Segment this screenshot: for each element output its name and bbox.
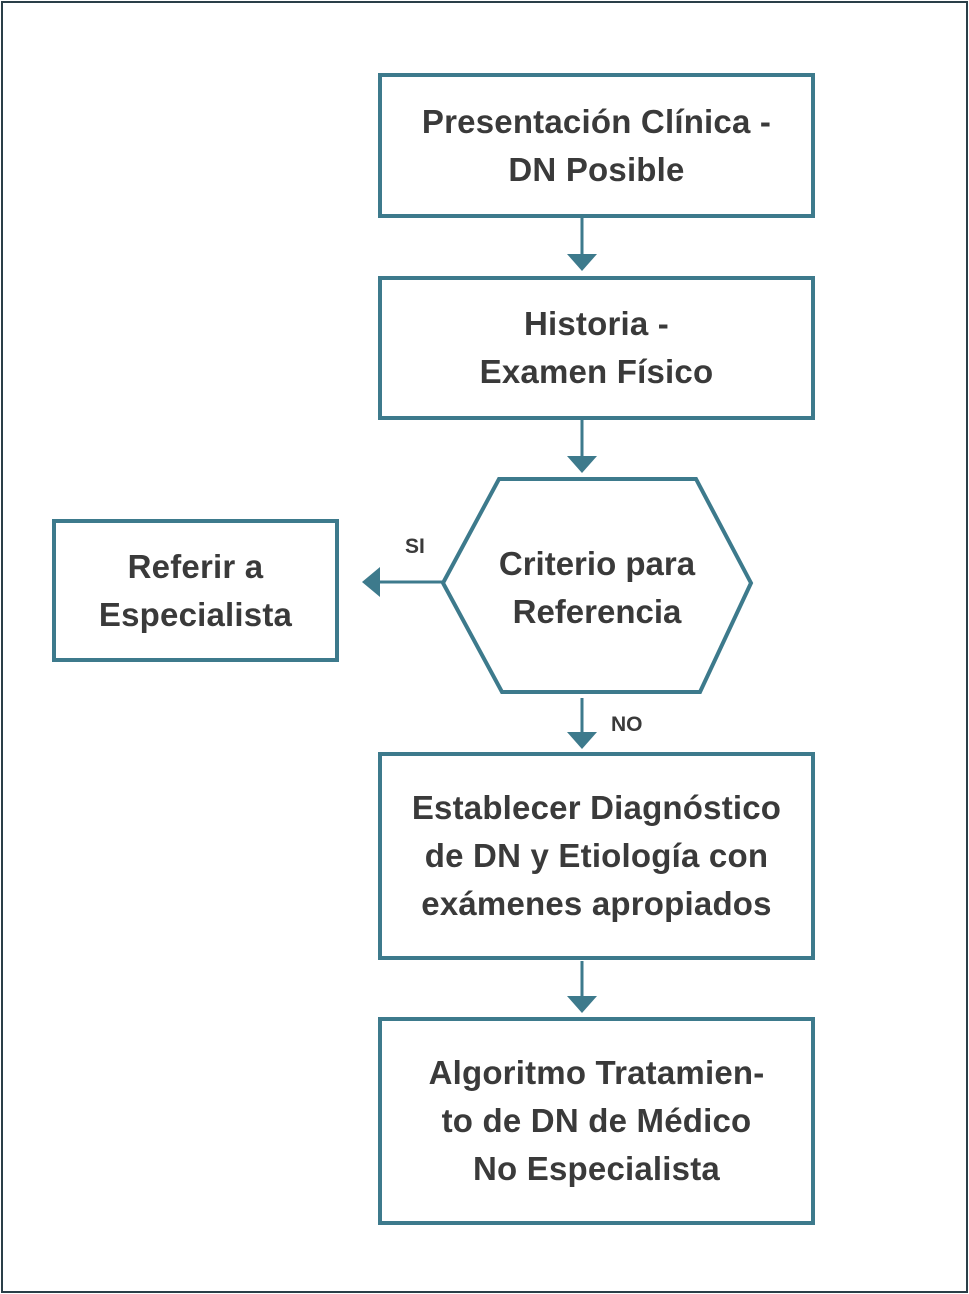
node-criterio-label: Criterio para Referencia <box>447 540 747 636</box>
edge-criterio-establecer-arrowhead <box>567 732 597 749</box>
node-referir-label: Referir a Especialista <box>99 543 292 639</box>
node-establecer-line-1: Establecer Diagnóstico <box>411 789 782 826</box>
node-historia-line-1: Historia - <box>523 305 669 342</box>
node-presentacion: Presentación Clínica - DN Posible <box>378 73 815 218</box>
edge-label-si: SI <box>405 535 425 558</box>
node-algoritmo-line-1: Algoritmo Tratamien- <box>428 1054 765 1091</box>
node-criterio-hexagon <box>440 477 754 694</box>
node-referir-line-1: Referir a <box>127 547 264 585</box>
edge-historia-criterio <box>567 419 597 473</box>
node-establecer-line-3: exámenes apropiados <box>421 885 772 922</box>
node-algoritmo-line-2: to de DN de Médico <box>441 1102 752 1139</box>
edge-establecer-algoritmo <box>567 961 597 1013</box>
node-establecer-line-2: de DN y Etiología con <box>424 837 769 874</box>
node-referir-line-2: Especialista <box>98 595 293 633</box>
node-algoritmo-label: Algoritmo Tratamien- to de DN de Médico … <box>429 1049 765 1193</box>
node-historia-line-2: Examen Físico <box>479 353 714 390</box>
node-criterio-line-2: Referencia <box>512 593 682 630</box>
edge-historia-criterio-arrowhead <box>567 456 597 473</box>
node-historia-label: Historia - Examen Físico <box>480 300 714 396</box>
edge-criterio-referir-arrowhead <box>362 567 380 597</box>
node-historia: Historia - Examen Físico <box>378 276 815 420</box>
node-presentacion-label: Presentación Clínica - DN Posible <box>422 98 771 194</box>
node-establecer-label: Establecer Diagnóstico de DN y Etiología… <box>412 784 781 928</box>
node-algoritmo-line-3: No Especialista <box>473 1150 720 1187</box>
edge-label-no: NO <box>611 713 643 736</box>
node-presentacion-line-1: Presentación Clínica - <box>421 102 772 140</box>
node-referir: Referir a Especialista <box>52 519 339 662</box>
edge-criterio-referir <box>362 567 443 597</box>
node-algoritmo: Algoritmo Tratamien- to de DN de Médico … <box>378 1017 815 1225</box>
edge-establecer-algoritmo-arrowhead <box>567 996 597 1013</box>
node-establecer: Establecer Diagnóstico de DN y Etiología… <box>378 752 815 960</box>
node-criterio-line-1: Criterio para <box>498 545 696 582</box>
node-presentacion-line-2: DN Posible <box>508 150 685 188</box>
edge-criterio-establecer <box>567 698 597 749</box>
edge-presentacion-historia <box>567 217 597 271</box>
edge-presentacion-historia-arrowhead <box>567 254 597 271</box>
